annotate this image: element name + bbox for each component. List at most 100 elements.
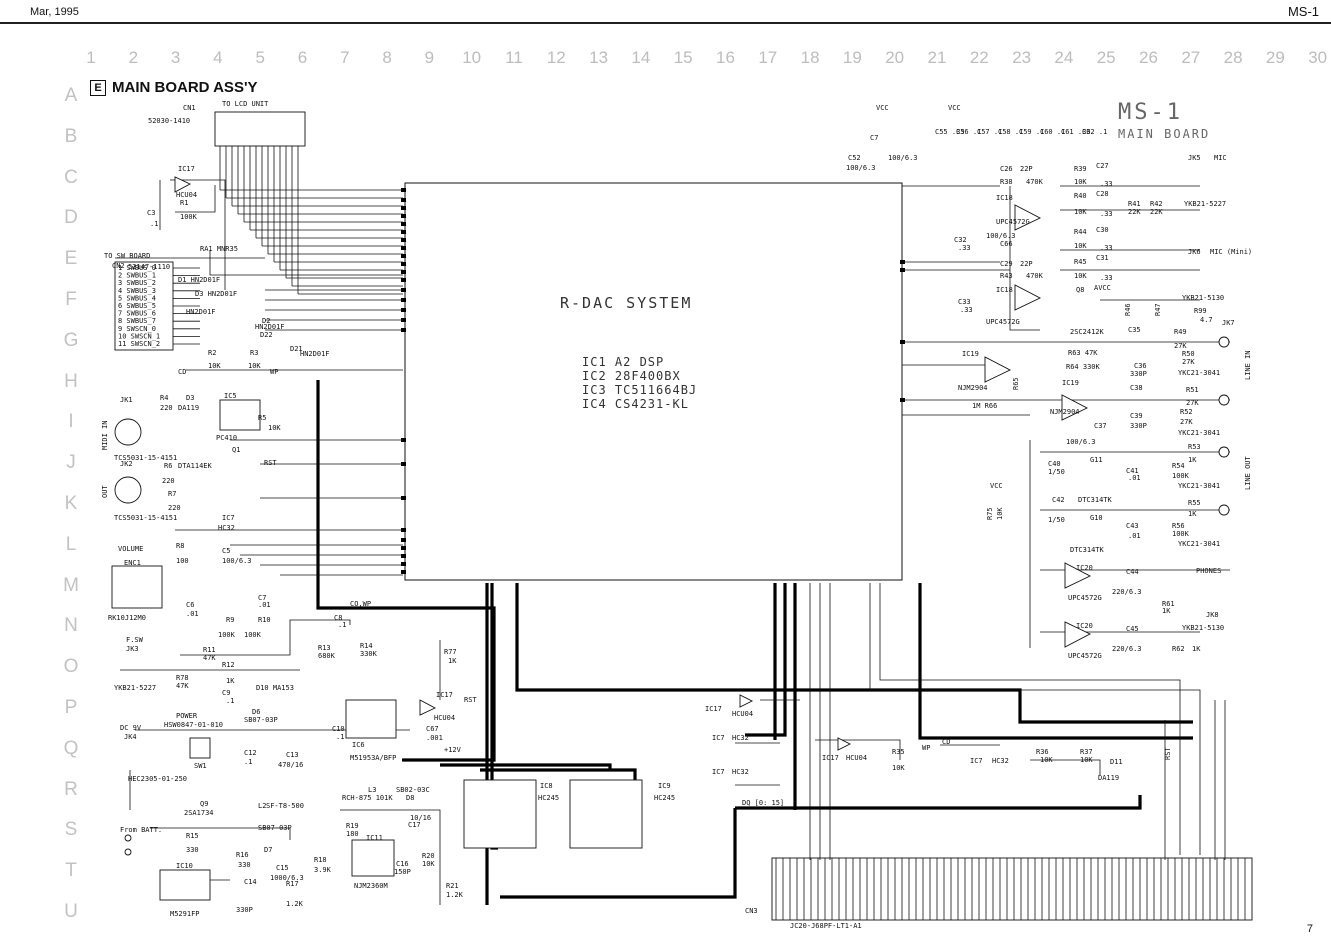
cn2-part: 52147-1110	[128, 263, 170, 271]
cap-label-2: C57 .1	[977, 128, 1002, 136]
volume-label: VOLUME	[118, 545, 143, 553]
r61-ref: R61	[1162, 600, 1175, 608]
avcc-label: AVCC	[1094, 284, 1111, 292]
rdac-pad	[401, 308, 406, 312]
c28-value: .33	[1100, 210, 1113, 218]
r6-value: 220	[162, 477, 175, 485]
r3-ref: R3	[250, 349, 258, 357]
ic6-body	[345, 699, 397, 739]
from-batt-label: From BATT.	[120, 826, 162, 834]
grid-column-20: 20	[885, 48, 905, 67]
rdac-system-block	[404, 182, 903, 581]
cn1-part: 52030-1410	[148, 117, 190, 125]
r99-value: 4.7	[1200, 316, 1213, 324]
ic19b-ref: IC19	[1062, 379, 1079, 387]
rdac-pad	[401, 238, 406, 242]
r62-ref: R62	[1172, 645, 1185, 653]
c13-value: 470/16	[278, 761, 303, 769]
vcc-2: VCC	[948, 104, 961, 112]
c45-ref: C45	[1126, 625, 1139, 633]
r45-ref: R45	[1074, 258, 1087, 266]
rdac-pad	[401, 554, 406, 558]
r19-ref: R19	[346, 822, 359, 830]
grid-column-14: 14	[631, 48, 651, 67]
ic8-part: HC245	[538, 794, 559, 802]
grid-column-2: 2	[128, 48, 139, 67]
c36-ref: C36	[1134, 362, 1147, 370]
grid-row-U: U	[64, 901, 78, 922]
rdac-pad	[401, 298, 406, 302]
c66-ref: C66	[1000, 240, 1013, 248]
d7-ref: D7	[264, 846, 272, 854]
r13-value: 680K	[318, 652, 336, 660]
c39-ref: C39	[1130, 412, 1143, 420]
r15-value: 330	[186, 846, 199, 854]
board-subtitle: MAIN BOARD	[1118, 127, 1211, 141]
ic18a-ref: IC18	[996, 194, 1013, 202]
rdac-ic1: IC1 A2 DSP	[582, 355, 664, 369]
r42-ref: R42	[1150, 200, 1163, 208]
r17-ref: R17	[286, 880, 299, 888]
midi-in-label: MIDI IN	[101, 420, 109, 450]
jacks	[114, 336, 1230, 856]
r40-ref: R40	[1074, 192, 1087, 200]
r63-ref: R63 47K	[1068, 349, 1098, 357]
ic18b-part: UPC4572G	[986, 318, 1020, 326]
rdac-pad	[401, 288, 406, 292]
c3-ref: C3	[147, 209, 155, 217]
q9-ref: Q9	[200, 800, 208, 808]
grid-column-8: 8	[382, 48, 392, 67]
g10-ref: G10	[1090, 514, 1103, 522]
grid-column-21: 21	[927, 48, 947, 67]
grid-row-H: H	[64, 370, 78, 392]
r42-value: 22K	[1150, 208, 1163, 216]
r53-ref: R53	[1188, 443, 1201, 451]
grid-column-28: 28	[1223, 48, 1243, 67]
c17-ref: C17	[408, 821, 421, 829]
wires-left	[115, 179, 441, 905]
rdac-pad	[401, 528, 406, 532]
r12-value: 1K	[226, 677, 235, 685]
ic17c-ref: IC17	[705, 705, 722, 713]
c66-value: 100/6.3	[986, 232, 1016, 240]
cn2-pin-label: 8 SWBUS_7	[118, 317, 156, 325]
ic7a-part: HC32	[218, 524, 235, 532]
ic17b-rst: RST	[464, 696, 477, 704]
d8-part: SB02-03C	[396, 786, 430, 794]
enc1-body	[111, 565, 163, 609]
plus12v-label: +12V	[444, 746, 462, 754]
cn2-pin-label: 9 SWSCN_0	[118, 325, 156, 333]
r75-ref: R75	[986, 507, 994, 520]
q1-part: DTA114EK	[178, 462, 213, 470]
c44-ref: C44	[1126, 568, 1139, 576]
rdac-pad	[401, 562, 406, 566]
ic7c-ref: IC7	[970, 757, 983, 765]
q8-part: 2SC2412K	[1070, 328, 1105, 336]
r20-value: 10K	[422, 860, 435, 868]
cn3-pins	[775, 858, 1246, 920]
r77-ref: R77	[444, 648, 457, 656]
ic10-part: M5291FP	[170, 910, 200, 918]
c16-value-b: 10/16	[410, 814, 431, 822]
r4-value: 220	[160, 404, 173, 412]
r50-value: 27K	[1182, 358, 1195, 366]
r7-value: 220	[168, 504, 181, 512]
c32-ref: C32	[954, 236, 967, 244]
d3-ref: D3 HN2D01F	[195, 290, 237, 298]
l3-ref: L3	[368, 786, 376, 794]
r77-value: 1K	[448, 657, 457, 665]
c27-value: .33	[1100, 180, 1113, 188]
ra1-ref: RA1 MNR35	[200, 245, 238, 253]
ic7b-ref: IC7	[712, 768, 725, 776]
r36-value: 10K	[1040, 756, 1053, 764]
d22-ref: D22	[260, 331, 273, 339]
q8-ref: Q8	[1076, 286, 1084, 294]
jk2-part: TCS5031-15-4151	[114, 514, 177, 522]
grid-row-B: B	[64, 125, 78, 147]
r43-value: 470K	[1026, 272, 1044, 280]
r99-ref: R99	[1194, 307, 1207, 315]
cn2-pin-label: 2 SWBUS_1	[118, 272, 156, 280]
c39-value: 330P	[1130, 422, 1147, 430]
r8-value: 100	[176, 557, 189, 565]
grid-row-P: P	[64, 697, 78, 718]
